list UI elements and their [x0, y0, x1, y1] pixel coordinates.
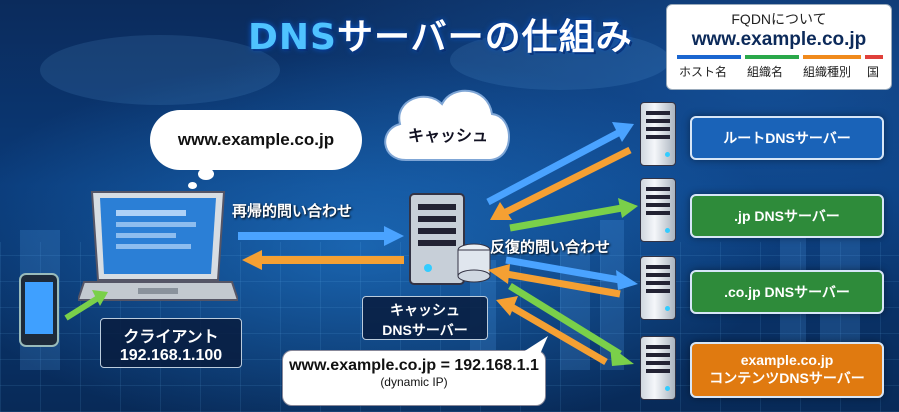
cache-server-label-line1: キャッシュ [390, 302, 460, 318]
iterative-query-label: 反復的問い合わせ [490, 239, 611, 256]
smartphone-icon [19, 273, 59, 347]
title-accent: DNS [248, 17, 337, 58]
cache-server-label: キャッシュ DNSサーバー [362, 296, 488, 340]
fqdn-part-type: 組織種別 [803, 65, 852, 79]
bubble-tail-dot [198, 168, 214, 180]
fqdn-bar-org [745, 55, 799, 59]
client-ip: 192.168.1.100 [119, 347, 223, 364]
recursive-query-label: 再帰的問い合わせ [232, 203, 353, 220]
cache-cloud-icon [384, 89, 510, 161]
page-title: DNSサーバーの仕組み [248, 8, 633, 60]
fqdn-part-org: 組織名 [747, 65, 784, 79]
cojp-dns-server: .co.jp DNSサーバー [690, 270, 884, 314]
answer-line2: (dynamic IP) [380, 375, 448, 389]
laptop-icon [78, 191, 238, 301]
content-dns-server-line1: example.co.jp [740, 352, 834, 368]
jp-server-icon [640, 178, 676, 242]
fqdn-bar-country [865, 55, 883, 59]
jp-dns-server: .jp DNSサーバー [690, 194, 884, 238]
root-dns-server: ルートDNSサーバー [690, 116, 884, 160]
root-server-icon [640, 102, 676, 166]
client-label-line1: クライアント [123, 329, 219, 346]
fqdn-heading: FQDNについて [731, 11, 827, 27]
query-bubble: www.example.co.jp [150, 110, 362, 170]
answer-note: www.example.co.jp = 192.168.1.1 (dynamic… [282, 350, 546, 406]
fqdn-bar-type [803, 55, 861, 59]
recursive-query-arrows [238, 226, 404, 270]
fqdn-example: www.example.co.jp [691, 29, 867, 50]
fqdn-part-country: 国 [867, 65, 880, 79]
fqdn-part-host: ホスト名 [679, 65, 728, 79]
answer-line1: www.example.co.jp = 192.168.1.1 [289, 357, 539, 374]
iterative-query-arrows [486, 122, 638, 366]
answer-note-pointer [520, 336, 548, 354]
content-server-icon [640, 336, 676, 400]
cache-cloud-label: キャッシュ [407, 128, 488, 145]
content-dns-server-line2: コンテンツDNSサーバー [709, 370, 865, 386]
content-dns-server: example.co.jp コンテンツDNSサーバー [690, 342, 884, 398]
bubble-tail-dot [188, 182, 197, 189]
cache-server-label-line2: DNSサーバー [382, 322, 468, 338]
fqdn-panel: FQDNについて www.example.co.jp ホスト名 組織名 組織種別… [666, 4, 892, 90]
fqdn-bar-host [677, 55, 741, 59]
cache-server-icon [409, 193, 491, 285]
cojp-server-icon [640, 256, 676, 320]
phone-to-client-arrow [64, 290, 108, 321]
client-label: クライアント 192.168.1.100 [100, 318, 242, 368]
title-rest: サーバーの仕組み [336, 17, 633, 58]
